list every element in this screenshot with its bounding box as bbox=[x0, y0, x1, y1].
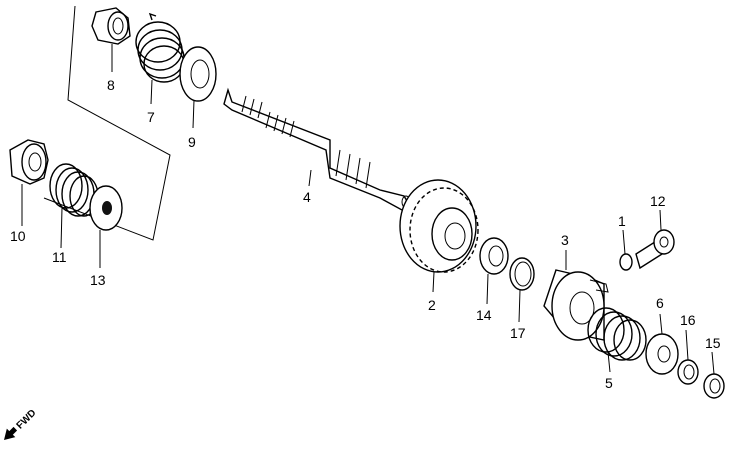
part-10-bushing bbox=[9, 139, 49, 185]
label-2: 2 bbox=[428, 297, 436, 313]
part-3-ratchet bbox=[543, 269, 609, 341]
label-14: 14 bbox=[476, 307, 492, 323]
leader-lines bbox=[21, 44, 715, 375]
part-14-washer bbox=[479, 237, 509, 275]
label-13: 13 bbox=[90, 272, 106, 288]
label-3: 3 bbox=[561, 232, 569, 248]
label-17: 17 bbox=[510, 325, 526, 341]
label-6: 6 bbox=[656, 295, 664, 311]
label-12: 12 bbox=[650, 193, 666, 209]
label-8: 8 bbox=[107, 77, 115, 93]
part-4-shaft bbox=[223, 87, 411, 211]
label-4: 4 bbox=[303, 189, 311, 205]
part-7-spring bbox=[135, 12, 185, 83]
label-1: 1 bbox=[618, 213, 626, 229]
part-6-washer bbox=[645, 333, 679, 375]
part-1-ring bbox=[619, 253, 633, 271]
fwd-arrow-icon: FWD bbox=[4, 408, 39, 440]
part-8-bushing bbox=[91, 7, 131, 45]
label-15: 15 bbox=[705, 335, 721, 351]
part-11-spring bbox=[49, 163, 99, 217]
part-5-spring bbox=[587, 307, 647, 361]
label-16: 16 bbox=[680, 312, 696, 328]
part-15-ring bbox=[703, 373, 725, 399]
label-5: 5 bbox=[605, 375, 613, 391]
label-7: 7 bbox=[147, 109, 155, 125]
label-10: 10 bbox=[10, 228, 26, 244]
part-9-washer bbox=[179, 46, 217, 102]
part-12-bolt bbox=[635, 229, 675, 270]
part-2-gear bbox=[399, 179, 479, 273]
grouping-bracket bbox=[43, 5, 171, 241]
part-17-snap-ring bbox=[509, 257, 535, 291]
fwd-label: FWD bbox=[15, 408, 39, 432]
part-13-washer bbox=[89, 185, 123, 231]
part-16-ring bbox=[677, 359, 699, 385]
label-11: 11 bbox=[52, 249, 67, 265]
label-9: 9 bbox=[188, 134, 196, 150]
